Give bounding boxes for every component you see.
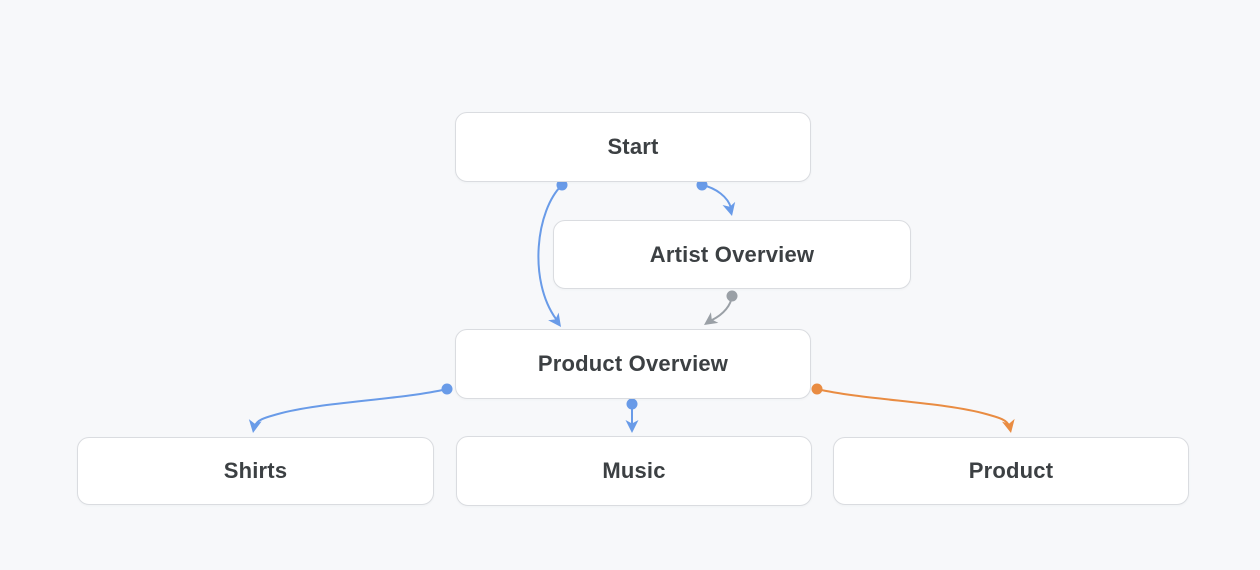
arrowhead-music <box>625 420 639 433</box>
edge-start-to-artist-overview <box>701 184 732 209</box>
connection-dot-start <box>556 179 568 191</box>
edge-product-overview-to-shirts <box>254 388 448 427</box>
arrowhead-product-overview <box>704 312 719 325</box>
node-shirts[interactable]: Shirts <box>77 437 434 505</box>
node-start[interactable]: Start <box>455 112 811 182</box>
edge-start-to-product-overview <box>537 184 563 320</box>
node-label: Product <box>968 458 1054 483</box>
connection-dot-product-overview <box>811 383 823 395</box>
edge-product-overview-to-product <box>816 388 1010 427</box>
node-product-overview[interactable]: Product Overview <box>455 329 811 399</box>
node-artist-overview[interactable]: Artist Overview <box>553 220 911 289</box>
node-label: Music <box>602 458 666 483</box>
arrowhead-product <box>1001 418 1015 433</box>
node-label: Artist Overview <box>649 241 815 267</box>
arrowhead-product-overview <box>548 312 561 327</box>
node-label: Shirts <box>223 458 288 483</box>
node-music[interactable]: Music <box>456 436 812 506</box>
connection-dot-product-overview <box>626 398 638 410</box>
node-label: Start <box>607 134 659 159</box>
connection-dot-product-overview <box>441 383 453 395</box>
arrowhead-shirts <box>248 419 262 433</box>
arrowhead-artist-overview <box>722 201 736 216</box>
connection-dot-artist-overview <box>726 290 738 302</box>
connection-dot-start <box>696 179 708 191</box>
node-product[interactable]: Product <box>833 437 1189 505</box>
node-label: Product Overview <box>537 351 729 376</box>
